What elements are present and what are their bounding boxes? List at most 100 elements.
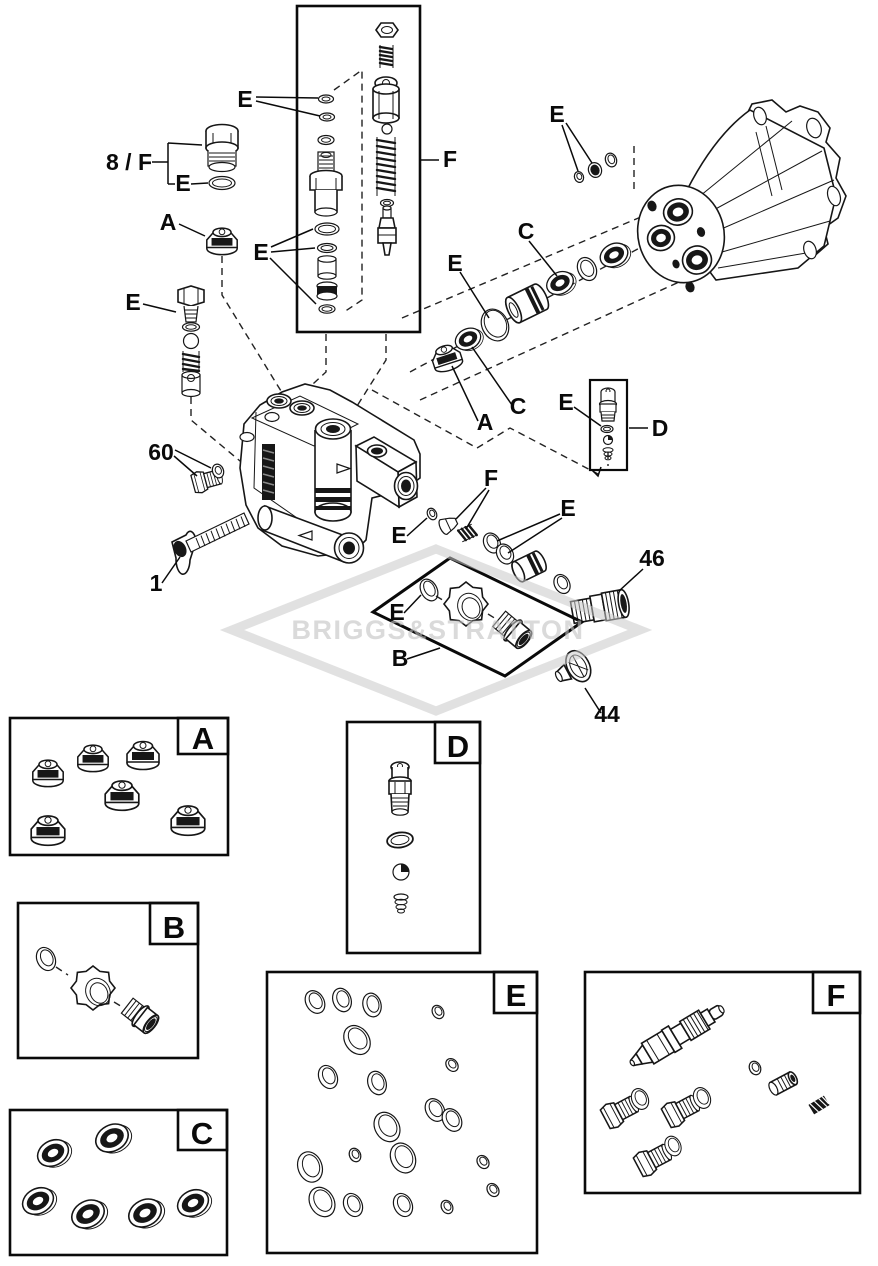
knurled-knob-icon bbox=[442, 580, 490, 628]
bolt-hole-icon bbox=[672, 259, 680, 269]
check-valve-icon bbox=[77, 744, 109, 773]
callout-46: 46 bbox=[639, 545, 665, 571]
unloader-exploded-box bbox=[295, 4, 422, 334]
knurled-knob-icon bbox=[69, 964, 117, 1012]
callout-d: D bbox=[652, 415, 669, 441]
check-valve-icon bbox=[32, 759, 64, 788]
o-ring-icon bbox=[368, 1106, 406, 1148]
callout-e: E bbox=[391, 522, 406, 548]
boss-icon bbox=[239, 431, 255, 443]
callout-labels: 8 / F E E A E E F E C E C A E D 60 1 E F… bbox=[106, 86, 668, 727]
brand-watermark: BRIGGS&STRATTON bbox=[219, 544, 653, 716]
box-label-a: A bbox=[192, 721, 214, 756]
check-valve-icon bbox=[126, 740, 160, 771]
outlet-port-block bbox=[354, 436, 419, 509]
seal-icon bbox=[90, 1116, 138, 1161]
callout-e: E bbox=[447, 250, 462, 276]
o-ring-icon bbox=[600, 424, 614, 434]
callout-e: E bbox=[558, 389, 573, 415]
bolt-hole-icon bbox=[696, 227, 706, 237]
valve-piston-icon bbox=[768, 1071, 799, 1096]
spring-cup-icon bbox=[602, 447, 614, 461]
small-spring-icon bbox=[808, 1095, 830, 1115]
o-ring-icon bbox=[386, 831, 414, 849]
callout-f: F bbox=[484, 465, 498, 491]
callout-60: 60 bbox=[148, 439, 174, 465]
callout-a: A bbox=[160, 209, 177, 235]
lock-nut-icon bbox=[375, 22, 399, 38]
callout-e: E bbox=[560, 495, 575, 521]
ball-icon bbox=[381, 123, 393, 135]
piston-seal-small-parts bbox=[573, 152, 618, 183]
callout-ref-8f: 8 / F bbox=[106, 149, 152, 175]
construction-lines bbox=[190, 68, 691, 478]
callout-e: E bbox=[125, 289, 140, 315]
o-ring-small-icon bbox=[379, 198, 395, 208]
callout-f: F bbox=[443, 146, 457, 172]
check-valve-icon bbox=[30, 815, 66, 847]
manifold bbox=[239, 383, 421, 564]
box-label-f: F bbox=[827, 978, 846, 1013]
callout-e: E bbox=[253, 239, 268, 265]
callout-c: C bbox=[510, 393, 527, 419]
detail-box-c: C bbox=[8, 1108, 229, 1257]
ball-icon bbox=[182, 332, 200, 350]
o-ring-icon bbox=[337, 1019, 377, 1061]
bolt-hole-icon bbox=[685, 281, 695, 293]
o-ring-icon bbox=[318, 304, 336, 314]
spring-cup-icon bbox=[393, 893, 409, 914]
bushing-icon bbox=[317, 255, 337, 280]
mounting-bolt bbox=[171, 512, 250, 575]
box-label-e: E bbox=[506, 978, 527, 1013]
callout-e: E bbox=[389, 599, 404, 625]
box-label-d: D bbox=[447, 729, 469, 764]
o-ring-icon bbox=[483, 1180, 503, 1200]
plunger-icon bbox=[511, 550, 547, 583]
watermark-text: BRIGGS&STRATTON bbox=[291, 615, 584, 645]
check-valve-icon bbox=[104, 780, 140, 812]
boss-icon bbox=[264, 411, 280, 423]
callout-e: E bbox=[175, 170, 190, 196]
o-ring-icon bbox=[292, 1147, 328, 1187]
hose-fitting-icon bbox=[120, 997, 160, 1035]
manifold-port-icon bbox=[289, 400, 315, 416]
flange-hole-icon bbox=[806, 117, 822, 139]
check-valve-icon bbox=[206, 227, 238, 256]
callout-e: E bbox=[549, 101, 564, 127]
callout-a: A bbox=[477, 409, 494, 435]
small-spring-icon bbox=[378, 45, 394, 68]
injection-fitting-icon bbox=[598, 387, 618, 422]
o-ring-icon bbox=[473, 1152, 493, 1172]
callout-44: 44 bbox=[594, 701, 620, 727]
o-ring-icon bbox=[389, 1189, 417, 1221]
spring-slot bbox=[262, 444, 275, 500]
detail-box-f: F bbox=[583, 970, 862, 1195]
seal-icon bbox=[172, 1182, 218, 1225]
piston-and-o-rings bbox=[482, 532, 571, 595]
callout-e: E bbox=[237, 86, 252, 112]
bolt-hole-icon bbox=[647, 200, 657, 212]
o-ring-icon bbox=[303, 1181, 341, 1223]
o-ring-icon bbox=[438, 1197, 456, 1217]
hex-plug-60 bbox=[189, 463, 226, 495]
o-ring-icon bbox=[314, 222, 340, 254]
valve-nipple-fitting-icon bbox=[309, 151, 343, 217]
flange-hole-icon bbox=[753, 106, 767, 126]
d-kit-box bbox=[588, 378, 629, 472]
callout-c: C bbox=[518, 218, 535, 244]
box-label-b: B bbox=[163, 910, 185, 945]
detail-box-b: B bbox=[16, 901, 200, 1060]
cylinder-bore-icon bbox=[662, 198, 694, 226]
valve-spool-icon bbox=[377, 205, 397, 256]
detail-box-d: D bbox=[345, 720, 482, 955]
drain-plug-8f bbox=[205, 123, 239, 191]
o-ring-icon bbox=[384, 1138, 422, 1178]
hose-fitting-icon bbox=[491, 610, 533, 650]
o-ring-icon bbox=[746, 1058, 764, 1078]
flange-hole-icon bbox=[803, 240, 817, 260]
plunger-icon bbox=[504, 283, 550, 324]
o-ring-icon bbox=[442, 1055, 462, 1075]
spring-icon bbox=[375, 137, 397, 196]
thermal-relief-valve-parts bbox=[177, 285, 205, 398]
